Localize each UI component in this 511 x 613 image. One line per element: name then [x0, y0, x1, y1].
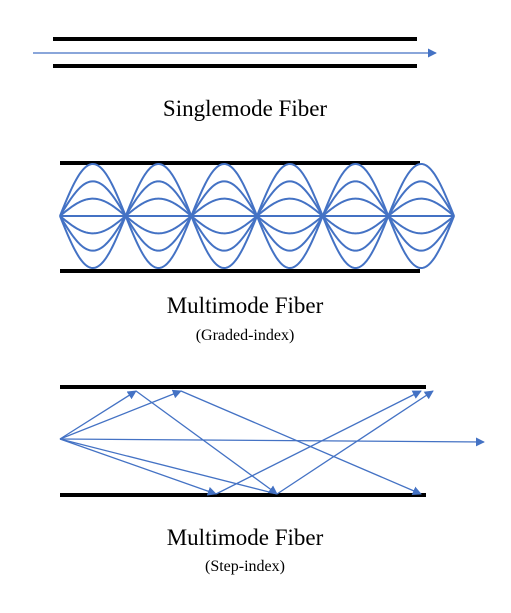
singlemode-title: Singlemode Fiber [162, 96, 328, 121]
graded-index-fiber [59, 161, 455, 273]
step-index-title: Multimode Fiber [166, 525, 324, 550]
step-ray-4-up [276, 390, 434, 495]
graded-mode-path [59, 162, 455, 270]
step-ray-3-up [215, 390, 422, 495]
graded-index-mode-paths [59, 162, 455, 270]
step-ray-1-down [135, 390, 278, 495]
graded-index-title: Multimode Fiber [166, 293, 324, 318]
step-ray-3-down [59, 438, 217, 496]
step-ray-4-down [59, 438, 278, 495]
step-ray-1-up [59, 390, 137, 440]
graded-index-subtitle: (Graded-index) [195, 327, 295, 344]
step-index-subtitle: (Step-index) [205, 558, 285, 575]
step-ray-2-down [180, 390, 422, 495]
step-ray-straight [59, 437, 485, 447]
step-index-fiber [59, 385, 485, 497]
step-ray-2-up [59, 389, 182, 440]
singlemode-fiber [33, 37, 437, 68]
